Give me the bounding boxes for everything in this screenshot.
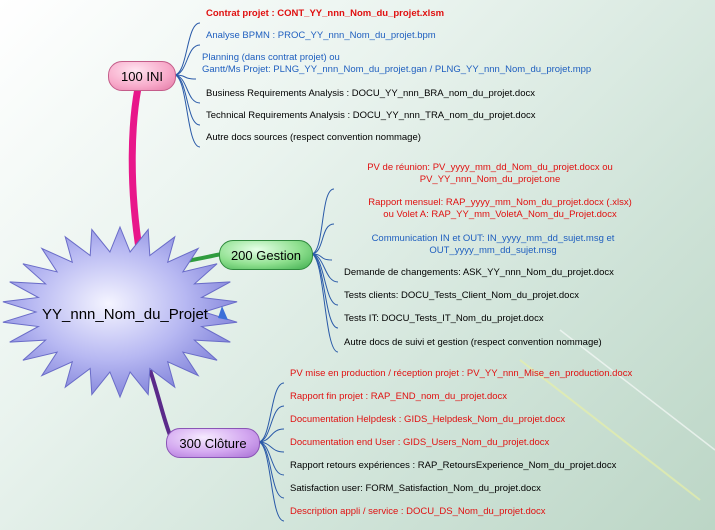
leaf-connector (311, 224, 334, 254)
leaf-branch3-item-1[interactable]: PV mise en production / réception projet… (290, 368, 710, 380)
decorative-ray (520, 360, 700, 500)
leaf-text-line: PV_YY_nnn_Nom_du_projet.one (340, 174, 640, 186)
leaf-branch3-item-7[interactable]: Description appli / service : DOCU_DS_No… (290, 506, 620, 518)
leaf-text-line: Planning (dans contrat projet) ou (202, 52, 642, 64)
leaf-connector (174, 23, 200, 75)
leaf-text-line: Autre docs de suivi et gestion (respect … (344, 337, 684, 349)
leaf-branch1-item-1[interactable]: Contrat projet : CONT_YY_nnn_Nom_du_proj… (206, 8, 466, 20)
leaf-connector (174, 75, 200, 125)
leaf-text-line: PV de réunion: PV_yyyy_mm_dd_Nom_du_proj… (340, 162, 640, 174)
leaf-branch1-item-5[interactable]: Technical Requirements Analysis : DOCU_Y… (206, 110, 606, 122)
leaf-text-line: Technical Requirements Analysis : DOCU_Y… (206, 110, 606, 122)
leaf-branch3-item-2[interactable]: Rapport fin projet : RAP_END_nom_du_proj… (290, 391, 580, 403)
leaf-branch2-item-2[interactable]: Rapport mensuel: RAP_yyyy_mm_Nom_du_proj… (340, 197, 660, 221)
leaf-text-line: OUT_yyyy_mm_dd_sujet.msg (338, 245, 648, 257)
leaf-branch2-item-5[interactable]: Tests clients: DOCU_Tests_Client_Nom_du_… (344, 290, 644, 302)
leaf-branch2-item-6[interactable]: Tests IT: DOCU_Tests_IT_Nom_du_projet.do… (344, 313, 604, 325)
leaf-connector (258, 442, 284, 521)
leaf-connector (311, 254, 338, 328)
leaf-text-line: Demande de changements: ASK_YY_nnn_Nom_d… (344, 267, 674, 279)
leaf-branch1-item-2[interactable]: Analyse BPMN : PROC_YY_nnn_Nom_du_projet… (206, 30, 486, 42)
leaf-text-line: Documentation end User : GIDS_Users_Nom_… (290, 437, 620, 449)
root-node-label[interactable]: YY_nnn_Nom_du_Projet (20, 306, 230, 323)
leaf-text-line: Tests clients: DOCU_Tests_Client_Nom_du_… (344, 290, 644, 302)
leaf-branch3-item-6[interactable]: Satisfaction user: FORM_Satisfaction_Nom… (290, 483, 620, 495)
leaf-text-line: Tests IT: DOCU_Tests_IT_Nom_du_projet.do… (344, 313, 604, 325)
leaf-connector (311, 254, 338, 305)
branch-node-100-ini[interactable]: 100 INI (108, 61, 176, 91)
leaf-branch2-item-7[interactable]: Autre docs de suivi et gestion (respect … (344, 337, 684, 349)
leaf-text-line: Documentation Helpdesk : GIDS_Helpdesk_N… (290, 414, 620, 426)
leaf-text-line: Analyse BPMN : PROC_YY_nnn_Nom_du_projet… (206, 30, 486, 42)
leaf-text-line: Rapport fin projet : RAP_END_nom_du_proj… (290, 391, 580, 403)
leaf-branch1-item-6[interactable]: Autre docs sources (respect convention n… (206, 132, 496, 144)
leaf-branch2-item-3[interactable]: Communication IN et OUT: IN_yyyy_mm_dd_s… (338, 233, 648, 257)
branch-node-200-gestion[interactable]: 200 Gestion (219, 240, 313, 270)
leaf-connector (258, 383, 284, 442)
leaf-text-line: PV mise en production / réception projet… (290, 368, 710, 380)
leaf-text-line: ou Volet A: RAP_YY_mm_VoletA_Nom_du_Proj… (340, 209, 660, 221)
leaf-branch2-item-1[interactable]: PV de réunion: PV_yyyy_mm_dd_Nom_du_proj… (340, 162, 640, 186)
leaf-connector (311, 189, 334, 254)
leaf-text-line: Satisfaction user: FORM_Satisfaction_Nom… (290, 483, 620, 495)
leaf-text-line: Description appli / service : DOCU_DS_No… (290, 506, 620, 518)
leaf-branch1-item-4[interactable]: Business Requirements Analysis : DOCU_YY… (206, 88, 596, 100)
leaf-text-line: Autre docs sources (respect convention n… (206, 132, 496, 144)
leaf-branch3-item-4[interactable]: Documentation end User : GIDS_Users_Nom_… (290, 437, 620, 449)
leaf-branch2-item-4[interactable]: Demande de changements: ASK_YY_nnn_Nom_d… (344, 267, 674, 279)
leaf-text-line: Business Requirements Analysis : DOCU_YY… (206, 88, 596, 100)
leaf-text-line: Rapport retours expériences : RAP_Retour… (290, 460, 690, 472)
leaf-branch3-item-5[interactable]: Rapport retours expériences : RAP_Retour… (290, 460, 690, 472)
leaf-text-line: Communication IN et OUT: IN_yyyy_mm_dd_s… (338, 233, 648, 245)
leaf-connector (174, 75, 200, 147)
leaf-branch3-item-3[interactable]: Documentation Helpdesk : GIDS_Helpdesk_N… (290, 414, 620, 426)
leaf-text-line: Gantt/Ms Projet: PLNG_YY_nnn_Nom_du_proj… (202, 64, 642, 76)
leaf-connector (258, 442, 284, 498)
branch-node-300-cloture[interactable]: 300 Clôture (166, 428, 260, 458)
leaf-text-line: Contrat projet : CONT_YY_nnn_Nom_du_proj… (206, 8, 466, 20)
branch-connector-100 (132, 88, 140, 255)
leaf-text-line: Rapport mensuel: RAP_yyyy_mm_Nom_du_proj… (340, 197, 660, 209)
